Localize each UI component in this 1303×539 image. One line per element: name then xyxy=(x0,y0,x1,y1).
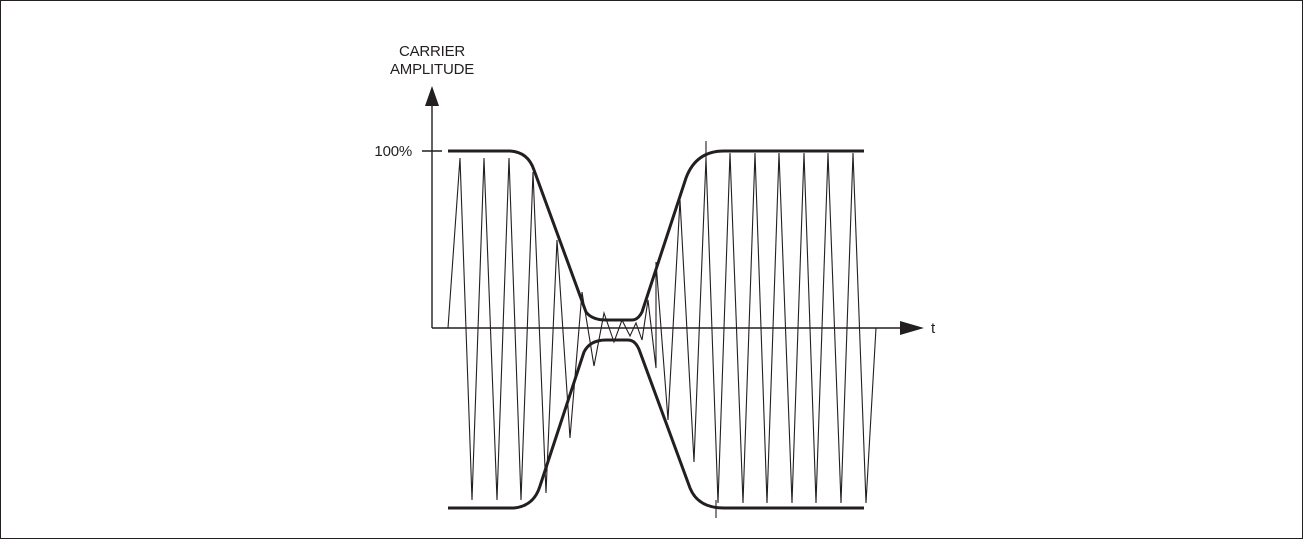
y-axis-label-line1: CARRIER xyxy=(399,43,465,60)
y-axis-100-label: 100% xyxy=(374,143,412,160)
x-axis-label: t xyxy=(931,320,936,337)
upper-envelope xyxy=(448,149,864,322)
y-axis-arrow-icon xyxy=(425,86,439,106)
lower-envelope xyxy=(448,338,864,510)
x-axis-arrow-icon xyxy=(900,321,924,335)
carrier-waveform xyxy=(447,152,877,504)
y-axis-label-line2: AMPLITUDE xyxy=(390,61,474,78)
